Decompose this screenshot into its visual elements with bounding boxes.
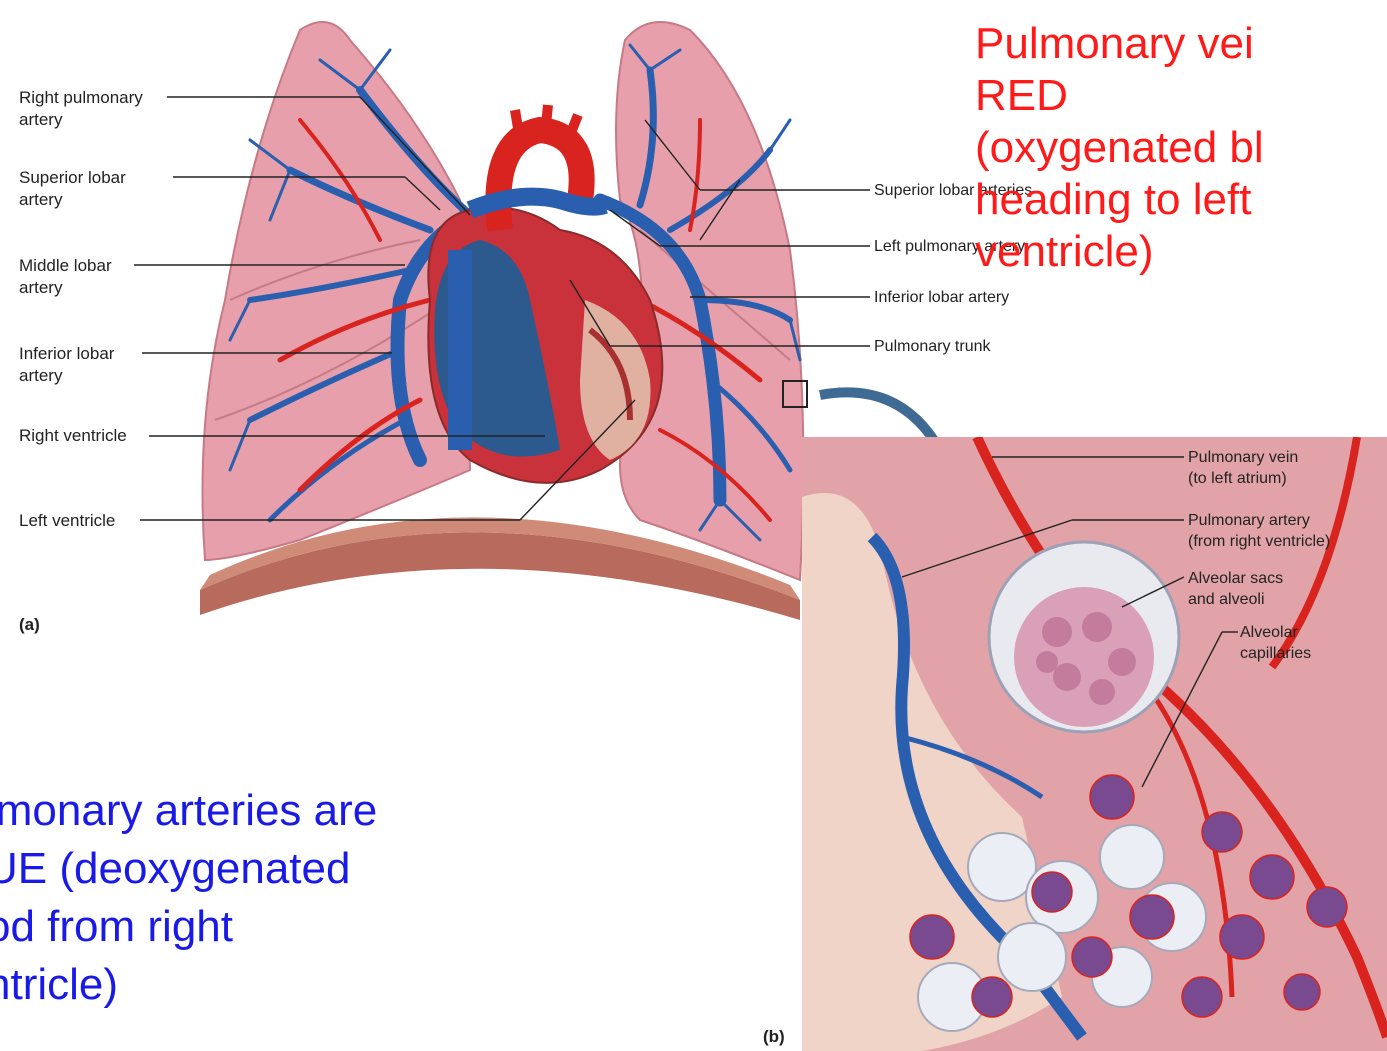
label-inferior-lobar-artery-left: Inferior lobar artery [874,287,1009,308]
panel-label-a: (a) [19,615,40,635]
label-pulmonary-vein: Pulmonary vein(to left atrium) [1188,447,1298,489]
label-left-ventricle: Left ventricle [19,510,115,532]
pulmonary-artery-note: lmonary arteries are UE (deoxygenated od… [0,782,377,1014]
pulmonary-vein-note: Pulmonary vei RED (oxygenated bl heading… [975,18,1264,278]
panel-label-b: (b) [763,1027,785,1047]
label-pulmonary-artery-inset: Pulmonary artery(from right ventricle) [1188,510,1330,552]
label-pulmonary-trunk: Pulmonary trunk [874,336,991,357]
label-right-ventricle: Right ventricle [19,425,127,447]
